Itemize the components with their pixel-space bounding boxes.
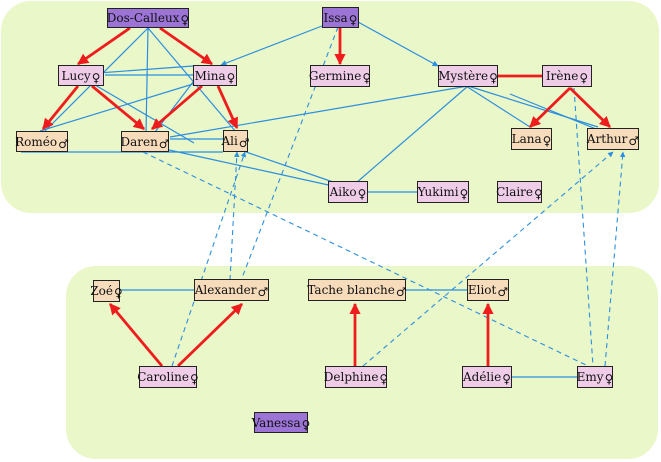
node-lana[interactable]: Lana♀ [511,128,552,150]
node-label: Eliot [467,283,497,297]
female-symbol: ♀ [604,372,614,386]
node-claire[interactable]: Claire♀ [496,181,543,203]
female-symbol: ♀ [91,70,101,85]
node-romeo[interactable]: Roméo♂ [15,131,69,152]
node-label: Zoé [90,284,113,298]
male-symbol: ♂ [628,134,640,148]
node-label: Tache blanche [307,283,395,297]
region-top [1,1,659,213]
node-dos-calleux[interactable]: Dos-Calleux♀ [107,8,189,28]
female-symbol: ♀ [180,13,190,27]
node-label: Caroline [137,370,190,384]
female-symbol: ♀ [502,372,512,386]
male-symbol: ♂ [238,136,250,150]
node-label: Lucy [61,68,91,83]
node-zoe[interactable]: Zoé♀ [90,280,123,302]
female-symbol: ♀ [357,187,367,201]
male-symbol: ♂ [257,285,269,299]
female-symbol: ♀ [534,187,543,201]
female-symbol: ♀ [190,372,199,386]
parent-arrows [41,26,611,368]
node-germine[interactable]: Germine♀ [308,65,372,87]
node-mina[interactable]: Mina♀ [193,65,237,86]
node-lucy[interactable]: Lucy♀ [58,65,104,86]
node-adelie[interactable]: Adélie♀ [462,366,512,388]
node-label: Ali [221,134,238,148]
node-aiko[interactable]: Aiko♀ [328,181,368,203]
male-symbol: ♂ [58,136,69,151]
node-label: Emy [576,370,604,384]
node-ali[interactable]: Ali♂ [221,130,250,152]
node-alexander[interactable]: Alexander♂ [194,279,269,301]
node-tache-blanche[interactable]: Tache blanche♂ [307,279,407,301]
node-label: Roméo [15,134,58,149]
female-symbol: ♀ [459,187,469,201]
female-symbol: ♀ [489,71,498,85]
node-issa[interactable]: Issa♀ [322,7,359,28]
node-label: Vanessa [251,415,301,430]
blue-arrows [220,21,439,67]
node-label: Claire [496,185,534,199]
node-arthur[interactable]: Arthur♂ [587,128,639,150]
female-symbol: ♀ [113,286,123,300]
node-mystere[interactable]: Mystère♀ [438,65,498,87]
female-symbol: ♀ [301,417,311,432]
node-label: Adélie [462,370,502,384]
male-symbol: ♂ [395,285,407,299]
node-irene[interactable]: Irène♀ [542,65,592,87]
node-emy[interactable]: Emy♀ [577,366,613,388]
node-caroline[interactable]: Caroline♀ [137,366,199,388]
node-label: Arthur [586,132,628,146]
node-label: Irène [545,69,579,83]
female-symbol: ♀ [362,71,372,85]
node-yukimi[interactable]: Yukimi♀ [417,181,469,203]
node-label: Daren [120,134,158,149]
node-label: Mina [194,68,226,83]
node-label: Issa [323,10,348,25]
node-label: Alexander [194,283,257,297]
node-label: Yukimi [417,185,459,199]
region-bottom [66,266,658,459]
node-vanessa[interactable]: Vanessa♀ [251,412,311,433]
female-symbol: ♀ [379,372,389,386]
node-delphine[interactable]: Delphine♀ [323,366,389,388]
node-label: Germine [308,69,362,83]
node-label: Lana [511,132,542,146]
node-eliot[interactable]: Eliot♂ [467,279,509,301]
female-symbol: ♀ [542,134,552,148]
node-label: Dos-Calleux [106,11,180,25]
female-symbol: ♀ [226,70,236,85]
node-daren[interactable]: Daren♂ [120,131,170,152]
dashed-links [142,26,626,367]
node-label: Aiko [329,185,357,199]
male-symbol: ♂ [158,136,170,151]
node-label: Delphine [323,370,379,384]
node-label: Mystère [438,69,489,83]
male-symbol: ♂ [497,285,509,299]
female-symbol: ♀ [348,12,358,27]
female-symbol: ♀ [579,71,589,85]
